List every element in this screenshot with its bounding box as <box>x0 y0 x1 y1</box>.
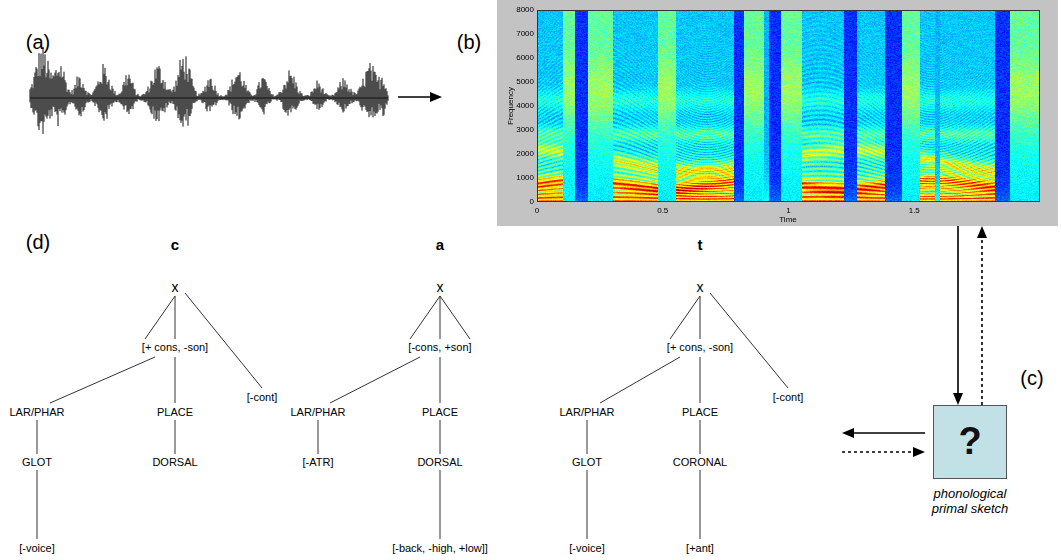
panel-label: (b) <box>457 31 481 54</box>
axis-tick-label: 1 <box>786 206 790 215</box>
feature-label: LAR/PHAR <box>559 406 614 419</box>
feature-label: [+ cons, -son] <box>142 341 208 354</box>
feature-label: LAR/PHAR <box>9 406 64 419</box>
feature-label: [-cont] <box>247 391 278 404</box>
feature-label: CORONAL <box>673 456 727 469</box>
panel-label: (c) <box>1020 367 1043 390</box>
feature-label: PLACE <box>422 406 458 419</box>
waveform-trace <box>30 47 388 134</box>
feature-label: PLACE <box>682 406 718 419</box>
feature-label: [-ATR] <box>303 456 334 469</box>
panel-label: (d) <box>26 231 50 254</box>
axis-tick-label: 1.5 <box>909 206 920 215</box>
plot-frame <box>537 10 1040 202</box>
arrow-head <box>977 226 987 238</box>
axis-tick-label: 0 <box>535 206 539 215</box>
axis-tick-label: 1000 <box>516 173 534 182</box>
axis-tick-label: 7000 <box>516 29 534 38</box>
box-symbol: ? <box>958 420 981 464</box>
primal-sketch-box: ?phonological primal sketch <box>933 405 1007 479</box>
axis-tick-label: 4000 <box>516 101 534 110</box>
panel-label: (a) <box>26 31 50 54</box>
feature-label: [-cont] <box>773 391 804 404</box>
axis-tick-label: 0 <box>530 197 534 206</box>
flow-arrow <box>953 226 963 405</box>
waveform-baseline <box>30 98 388 99</box>
timing-slot: x <box>697 279 704 295</box>
axis-title: Time <box>779 215 796 224</box>
arrow-shaft <box>957 226 959 394</box>
arrow-a-to-b <box>398 92 442 102</box>
axis-tick-label: 0.5 <box>657 206 668 215</box>
spectrogram-image <box>537 10 1040 202</box>
timing-slot: x <box>172 279 179 295</box>
spectrogram-panel: 8000 7000 6000 5000 4000 3000 2000 1000 00 0.5 1 1.… <box>497 0 1058 226</box>
feature-label: [-voice] <box>569 542 604 555</box>
feature-label: DORSAL <box>417 456 462 469</box>
arrows-to-trees <box>842 428 925 457</box>
waveform <box>30 47 388 134</box>
segment-letter: t <box>698 236 703 253</box>
feature-label: LAR/PHAR <box>290 406 345 419</box>
tree-lines-t <box>587 293 788 539</box>
arrow-head <box>953 393 963 405</box>
feature-label: [-cons, +son] <box>408 341 471 354</box>
axis-tick-label: 3000 <box>516 125 534 134</box>
segment-letter: a <box>436 236 444 253</box>
arrow-shaft <box>981 237 983 405</box>
feature-label: DORSAL <box>152 456 197 469</box>
flow-arrow <box>977 226 987 405</box>
feature-label: [+ant] <box>686 542 714 555</box>
feature-label: GLOT <box>572 456 602 469</box>
segment-letter: c <box>171 236 179 253</box>
timing-slot: x <box>437 279 444 295</box>
box-caption: phonological primal sketch <box>918 487 1022 517</box>
feature-label: [+ cons, -son] <box>667 341 733 354</box>
feature-label: PLACE <box>157 406 193 419</box>
feature-label: [-back, -high, +low]] <box>392 542 488 555</box>
axis-tick-label: 8000 <box>516 5 534 14</box>
axis-tick-label: 6000 <box>516 53 534 62</box>
axis-title: Frequency <box>506 87 515 125</box>
feature-label: GLOT <box>22 456 52 469</box>
axis-tick-label: 2000 <box>516 149 534 158</box>
tree-lines-c <box>37 293 262 539</box>
feature-label: [-voice] <box>19 542 54 555</box>
axis-tick-label: 5000 <box>516 77 534 86</box>
